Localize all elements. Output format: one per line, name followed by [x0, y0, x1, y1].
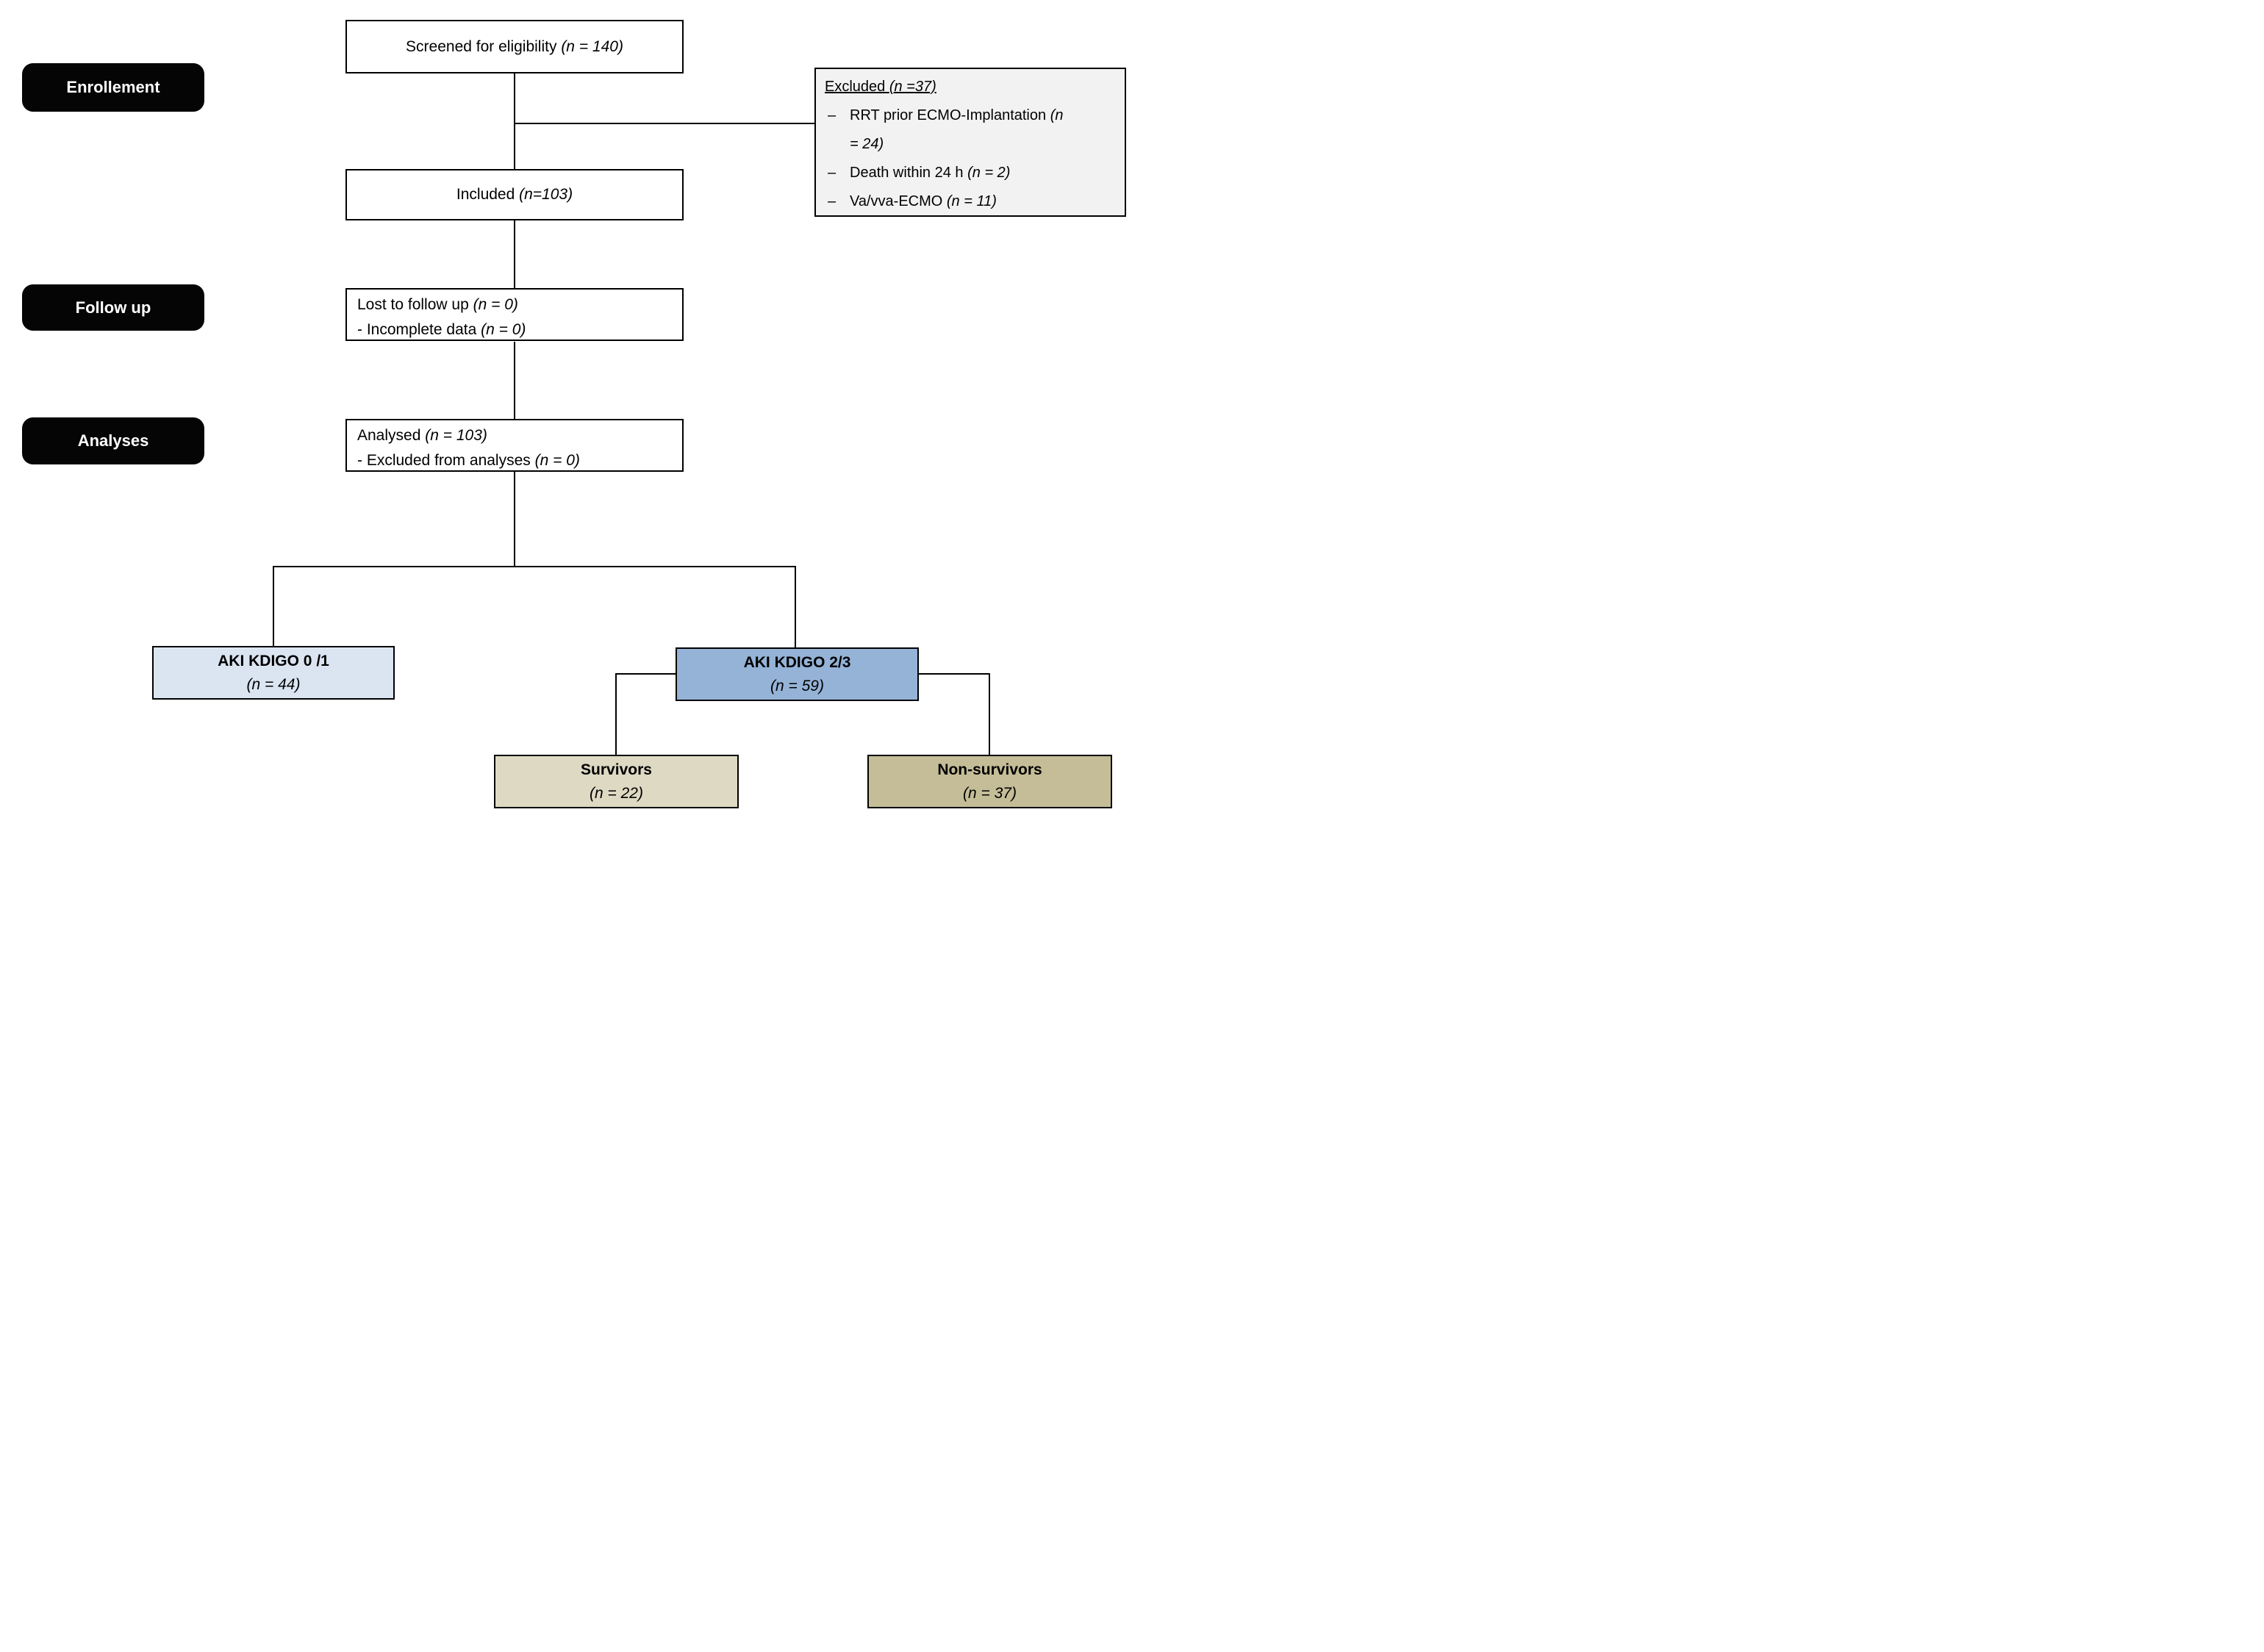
analysed-n-value: (n = 103)	[425, 427, 487, 444]
incomplete-data-label: - Incomplete data	[357, 320, 481, 338]
connector-analysed-to-branch	[514, 472, 515, 567]
excluded-item: – Death within 24 h (n = 2)	[825, 159, 1117, 187]
screened-box: Screened for eligibility (n = 140)	[345, 20, 684, 73]
aki-kdigo-2-3-n-value: (n = 59)	[770, 677, 824, 694]
excluded-item-0-label: RRT prior ECMO-Implantation	[850, 107, 1050, 123]
connector-included-to-followup	[514, 220, 515, 290]
aki-kdigo-0-1-n-value: (n = 44)	[246, 675, 301, 693]
excluded-item-text: Va/vva-ECMO (n = 11)	[850, 187, 1117, 216]
aki-kdigo-0-1-box: AKI KDIGO 0 /1 (n = 44)	[152, 646, 395, 700]
stage-label-enrollement: Enrollement	[22, 63, 204, 112]
excluded-from-analyses-label: - Excluded from analyses	[357, 451, 535, 469]
lost-line-2: - Incomplete data (n = 0)	[357, 317, 672, 342]
screened-label: Screened for eligibility	[406, 37, 562, 55]
analysed-line-2: - Excluded from analyses (n = 0)	[357, 448, 672, 473]
excluded-box-title: Excluded (n =37)	[825, 73, 1117, 101]
non-survivors-box: Non-survivors (n = 37)	[867, 755, 1112, 808]
non-survivors-n-value: (n = 37)	[963, 784, 1017, 802]
aki-kdigo-0-1-title: AKI KDIGO 0 /1	[218, 653, 329, 669]
excluded-item-2-n: (n = 11)	[946, 193, 997, 209]
stage-label-analyses: Analyses	[22, 417, 204, 464]
connector-kdigo23-to-survivors-h	[616, 673, 677, 675]
excluded-item-0-n: (n = 24)	[850, 107, 1064, 152]
connector-kdigo23-to-nonsurvivors-v	[989, 673, 990, 755]
connector-screened-to-included	[514, 73, 515, 169]
excluded-n-value: (n =37)	[889, 79, 936, 95]
stage-label-follow-up: Follow up	[22, 284, 204, 331]
survivors-title: Survivors	[581, 761, 652, 778]
connector-kdigo23-to-survivors-v	[615, 673, 617, 755]
survivors-n-value: (n = 22)	[590, 784, 643, 802]
dash-bullet: –	[828, 193, 837, 209]
connector-followup-to-analysed	[514, 342, 515, 419]
analysed-line-1: Analysed (n = 103)	[357, 423, 672, 448]
included-box-text: Included (n=103)	[456, 184, 573, 205]
stage-label-analyses-text: Analyses	[77, 431, 149, 450]
analysed-label: Analysed	[357, 427, 426, 444]
lost-line-1: Lost to follow up (n = 0)	[357, 292, 672, 317]
survivors-box: Survivors (n = 22)	[494, 755, 739, 808]
screened-n-value: (n = 140)	[561, 37, 623, 55]
excluded-item-1-label: Death within 24 h	[850, 165, 968, 181]
lost-label: Lost to follow up	[357, 296, 473, 313]
excluded-item-text: Death within 24 h (n = 2)	[850, 159, 1117, 187]
excluded-item: – Va/vva-ECMO (n = 11)	[825, 187, 1117, 216]
excluded-from-analyses-n-value: (n = 0)	[534, 451, 580, 469]
lost-n-value: (n = 0)	[473, 296, 518, 313]
connector-branch-to-kdigo01	[273, 566, 274, 646]
connector-to-excluded	[515, 123, 816, 124]
connector-kdigo23-to-nonsurvivors-h	[917, 673, 990, 675]
lost-to-follow-up-box: Lost to follow up (n = 0) - Incomplete d…	[345, 288, 684, 341]
screened-box-text: Screened for eligibility (n = 140)	[406, 36, 623, 57]
analysed-box: Analysed (n = 103) - Excluded from analy…	[345, 419, 684, 472]
connector-branch-to-kdigo23	[795, 566, 796, 647]
dash-bullet: –	[828, 165, 837, 181]
dash-bullet: –	[828, 107, 837, 123]
non-survivors-title: Non-survivors	[937, 761, 1042, 778]
excluded-item-2-label: Va/vva-ECMO	[850, 193, 947, 209]
aki-kdigo-2-3-box: AKI KDIGO 2/3 (n = 59)	[676, 647, 919, 701]
included-box: Included (n=103)	[345, 169, 684, 220]
included-n-value: (n=103)	[519, 186, 573, 204]
included-label: Included	[456, 186, 520, 204]
aki-kdigo-2-3-title: AKI KDIGO 2/3	[743, 654, 851, 671]
incomplete-data-n-value: (n = 0)	[481, 320, 526, 338]
consort-flow-diagram: Enrollement Follow up Analyses Screened …	[0, 0, 1132, 826]
excluded-item-1-n: (n = 2)	[967, 165, 1011, 181]
excluded-title-text: Excluded	[825, 79, 889, 95]
excluded-box: Excluded (n =37) – RRT prior ECMO-Implan…	[814, 68, 1126, 217]
stage-label-enrollement-text: Enrollement	[66, 78, 160, 96]
branch-horizontal-line	[273, 566, 796, 567]
excluded-item-text: RRT prior ECMO-Implantation (n = 24)	[850, 101, 1064, 159]
excluded-item: – RRT prior ECMO-Implantation (n = 24)	[825, 101, 1117, 159]
stage-label-follow-up-text: Follow up	[75, 298, 151, 317]
